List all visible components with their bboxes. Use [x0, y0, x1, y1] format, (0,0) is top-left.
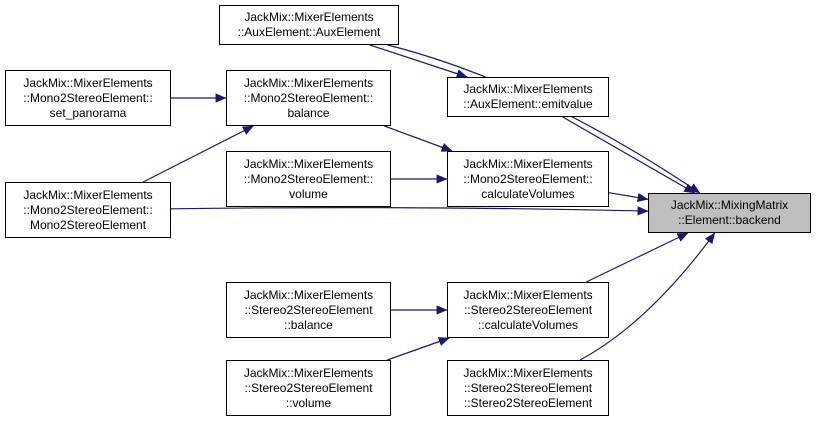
node-label-line: JackMix::MixingMatrix: [670, 198, 789, 212]
node-label-line: ::AuxElement::AuxElement: [237, 25, 381, 39]
node-label-line: JackMix::MixerElements: [243, 365, 374, 380]
node-label-line: ::Mono2StereoElement::: [23, 90, 153, 105]
node-label-line: ::Stereo2StereoElement: [463, 380, 593, 395]
node-label-line: ::Element::backend: [678, 213, 781, 227]
node-label-line: calculateVolumes: [481, 186, 575, 201]
node-stereo2stereo-volume[interactable]: JackMix::MixerElements ::Stereo2StereoEl…: [226, 360, 391, 416]
node-label-line: JackMix::MixerElements: [243, 156, 374, 171]
edge-m2s_ctor-to-m2s_balance: [142, 125, 254, 183]
node-label-line: Mono2StereoElement: [29, 217, 147, 232]
node-label-line: ::Mono2StereoElement::: [463, 171, 593, 186]
node-aux-element-constructor[interactable]: JackMix::MixerElements ::AuxElement::Aux…: [219, 5, 399, 45]
node-label-line: ::Mono2StereoElement::: [243, 90, 374, 105]
node-stereo2stereo-calculate-volumes[interactable]: JackMix::MixerElements ::Stereo2StereoEl…: [447, 282, 609, 338]
edge-m2s_calculate-to-backend: [608, 192, 649, 203]
node-label-line: JackMix::MixerElements: [244, 10, 374, 24]
node-label-line: ::Mono2StereoElement::: [23, 202, 153, 217]
node-label-line: ::Stereo2StereoElement: [463, 302, 593, 317]
node-mono2stereo-calculate-volumes[interactable]: JackMix::MixerElements ::Mono2StereoElem…: [447, 151, 609, 207]
node-label-line: ::Stereo2StereoElement: [463, 395, 593, 410]
node-stereo2stereo-constructor[interactable]: JackMix::MixerElements ::Stereo2StereoEl…: [447, 360, 609, 416]
edge-aux_ctor-to-aux_emitvalue: [369, 44, 468, 79]
node-stereo2stereo-balance[interactable]: JackMix::MixerElements ::Stereo2StereoEl…: [226, 282, 391, 338]
node-label-line: JackMix::MixerElements: [243, 75, 374, 90]
node-label-line: ::Stereo2StereoElement: [244, 302, 373, 317]
edge-s2s_ctor-to-backend: [579, 232, 716, 361]
node-label-line: JackMix::MixerElements: [463, 82, 593, 96]
node-mono2stereo-constructor[interactable]: JackMix::MixerElements ::Mono2StereoElem…: [5, 182, 171, 238]
node-label-line: JackMix::MixerElements: [463, 287, 593, 302]
node-label-line: JackMix::MixerElements: [243, 287, 374, 302]
edge-m2s_balance-to-m2s_calculate: [384, 125, 453, 152]
edge-s2s_calculate-to-backend: [585, 232, 689, 283]
node-label-line: JackMix::MixerElements: [23, 187, 153, 202]
node-label-line: ::volume: [285, 395, 332, 410]
node-label-line: ::balance: [284, 317, 333, 332]
node-mono2stereo-balance[interactable]: JackMix::MixerElements ::Mono2StereoElem…: [226, 70, 391, 126]
node-mixing-matrix-element-backend: JackMix::MixingMatrix ::Element::backend: [648, 193, 811, 233]
node-aux-element-emitvalue[interactable]: JackMix::MixerElements ::AuxElement::emi…: [447, 77, 609, 117]
node-label-line: JackMix::MixerElements: [23, 75, 153, 90]
node-mono2stereo-set-panorama[interactable]: JackMix::MixerElements ::Mono2StereoElem…: [5, 70, 171, 126]
edge-aux_emitvalue-to-backend: [562, 116, 696, 194]
node-label-line: balance: [287, 105, 330, 120]
node-label-line: volume: [289, 186, 328, 201]
node-label-line: JackMix::MixerElements: [463, 156, 593, 171]
node-label-line: ::Mono2StereoElement::: [243, 171, 374, 186]
node-mono2stereo-volume[interactable]: JackMix::MixerElements ::Mono2StereoElem…: [226, 151, 391, 207]
node-label-line: set_panorama: [49, 105, 127, 120]
node-label-line: ::calculateVolumes: [477, 317, 579, 332]
node-label-line: ::Stereo2StereoElement: [244, 380, 373, 395]
edge-s2s_volume-to-s2s_calculate: [387, 337, 450, 361]
node-label-line: JackMix::MixerElements: [463, 365, 593, 380]
node-label-line: ::AuxElement::emitvalue: [463, 97, 593, 111]
edge-m2s_ctor-to-backend: [170, 206, 649, 216]
